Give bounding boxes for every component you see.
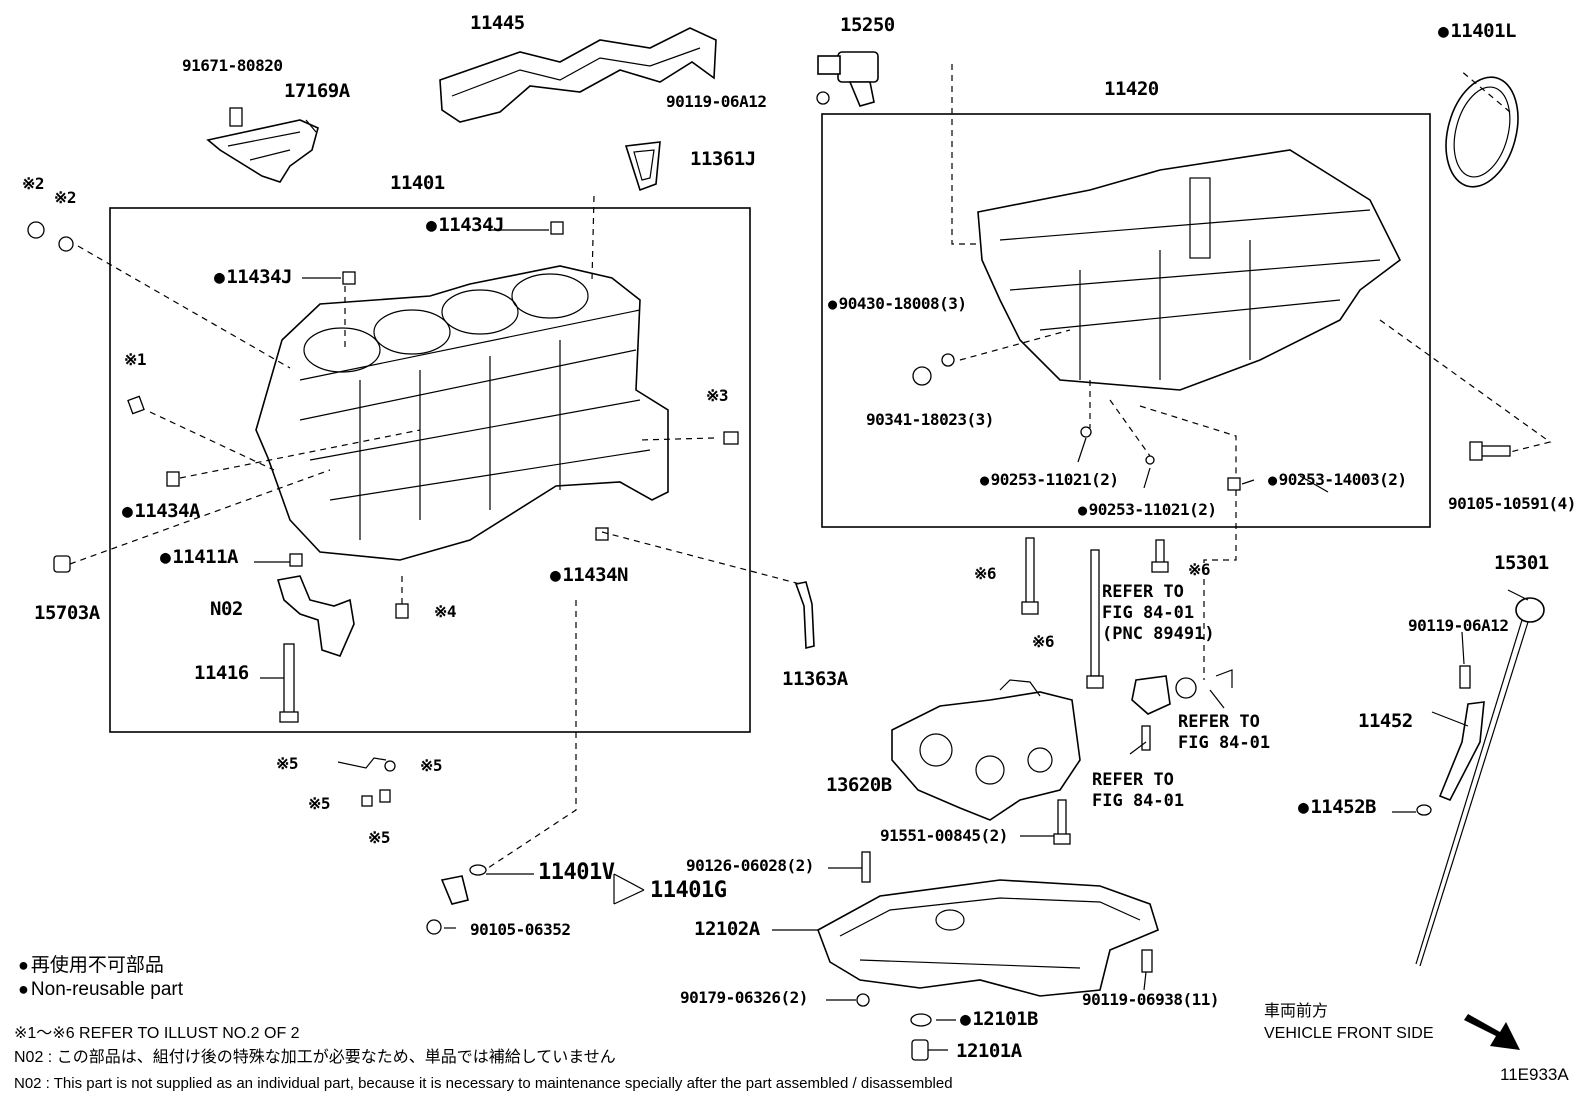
part-90105-10591-label: 90105-10591(4)	[1448, 494, 1576, 513]
front-label-jp: 車両前方	[1264, 1003, 1329, 1020]
gasket-11361j-part	[624, 141, 661, 192]
crankcase-11420-part	[977, 149, 1402, 391]
part-11363a-label: 11363A	[782, 668, 848, 690]
legend-en: Non-reusable part	[18, 980, 183, 999]
refer-fig-84-01-pnc: REFER TO FIG 84-01 (PNC 89491)	[1102, 582, 1215, 644]
refer-fig-84-01-a: REFER TO FIG 84-01	[1178, 712, 1271, 753]
part-13620b-label: 13620B	[826, 774, 892, 796]
mark-1: ※1	[124, 350, 147, 369]
mark-2b: ※2	[54, 188, 77, 207]
part-11434a-label: 11434A	[122, 501, 200, 521]
part-90179-06326-label: 90179-06326(2)	[680, 988, 808, 1007]
diagram-code: 11E933A	[1500, 1065, 1569, 1084]
part-11416-label: 11416	[194, 662, 249, 684]
bolt-11416-part	[279, 643, 299, 723]
oil-pan-12102a-part	[817, 879, 1159, 997]
part-90253-11021-b-label: 90253-11021(2)	[1078, 501, 1217, 518]
cylinder-block-11401-part	[255, 265, 669, 561]
part-11434n-label: 11434N	[550, 565, 628, 585]
note-n02-en: N02 : This part is not supplied as an in…	[14, 1075, 953, 1092]
oil-pump-13620b-part	[891, 679, 1081, 821]
part-12101a-label: 12101A	[956, 1040, 1022, 1062]
part-11411a-label: 11411A	[160, 547, 238, 567]
mark-4: ※4	[434, 602, 457, 621]
shield-11445-part	[439, 27, 717, 123]
part-90105-06352-label: 90105-06352	[470, 920, 571, 939]
oil-seal-11401l-part	[1445, 76, 1519, 188]
part-11452-label: 11452	[1358, 710, 1413, 732]
mark-5c: ※5	[308, 794, 331, 813]
bracket-17169a-part	[206, 107, 319, 183]
part-11452b-label: 11452B	[1298, 797, 1376, 817]
hose-11363a-part	[794, 581, 815, 650]
part-11401-label: 11401	[390, 172, 445, 194]
bearing-cap-n02-part	[276, 575, 355, 657]
part-15301-label: 15301	[1494, 552, 1549, 574]
part-11420-label: 11420	[1104, 78, 1159, 100]
part-91551-00845-label: 91551-00845(2)	[880, 826, 1008, 845]
part-11361j-label: 11361J	[690, 148, 756, 170]
part-11434j-upper-label: 11434J	[426, 215, 504, 235]
part-11401v-label: 11401V	[538, 860, 615, 885]
part-17169a-label: 17169A	[284, 80, 350, 102]
legend-jp: 再使用不可部品	[18, 956, 164, 975]
oil-level-gauge-guide-11452-part	[1438, 701, 1485, 802]
part-11401l-label: 11401L	[1438, 21, 1516, 41]
note-refer-illust: ※1～※6 REFER TO ILLUST NO.2 OF 2	[14, 1025, 300, 1042]
front-direction-arrow	[1464, 1014, 1520, 1050]
mark-6c: ※6	[1032, 632, 1055, 651]
part-12101b-label: 12101B	[960, 1009, 1038, 1029]
part-90119-06938-label: 90119-06938(11)	[1082, 990, 1220, 1009]
part-90430-18008-label: 90430-18008(3)	[828, 295, 967, 312]
mark-6b: ※6	[1188, 560, 1211, 579]
part-15250-label: 15250	[840, 14, 895, 36]
mark-2a: ※2	[22, 174, 45, 193]
crankcase-frame	[821, 113, 1431, 528]
part-90119-06a12-b-label: 90119-06A12	[1408, 616, 1509, 635]
note-n02-jp: N02 : この部品は、組付け後の特殊な加工が必要なため、単品では補給していませ…	[14, 1049, 616, 1066]
part-15703a-label: 15703A	[34, 602, 100, 624]
dipstick-15301-part	[1415, 597, 1545, 967]
cylinder-block-frame	[109, 207, 751, 733]
part-11434j-lower-label: 11434J	[214, 267, 292, 287]
sensor-15250-part	[816, 51, 879, 107]
part-90341-18023-label: 90341-18023(3)	[866, 410, 994, 429]
mark-3: ※3	[706, 386, 729, 405]
part-12102a-label: 12102A	[694, 918, 760, 940]
refer-fig-84-01-b: REFER TO FIG 84-01	[1092, 770, 1185, 811]
bolt-90105-10591-part	[1469, 441, 1511, 461]
part-90126-06028-label: 90126-06028(2)	[686, 856, 814, 875]
part-90253-11021-a-label: 90253-11021(2)	[980, 471, 1119, 488]
part-n02-label: N02	[210, 598, 243, 620]
part-11401g-label: 11401G	[650, 878, 727, 903]
front-label-en: VEHICLE FRONT SIDE	[1264, 1025, 1434, 1042]
part-11445-label: 11445	[470, 12, 525, 34]
part-91671-80820-label: 91671-80820	[182, 56, 283, 75]
mark-5a: ※5	[276, 754, 299, 773]
mark-5b: ※5	[420, 756, 443, 775]
part-90119-06a12-label: 90119-06A12	[666, 92, 767, 111]
mark-5d: ※5	[368, 828, 391, 847]
mark-6a: ※6	[974, 564, 997, 583]
part-90253-14003-label: 90253-14003(2)	[1268, 471, 1407, 488]
